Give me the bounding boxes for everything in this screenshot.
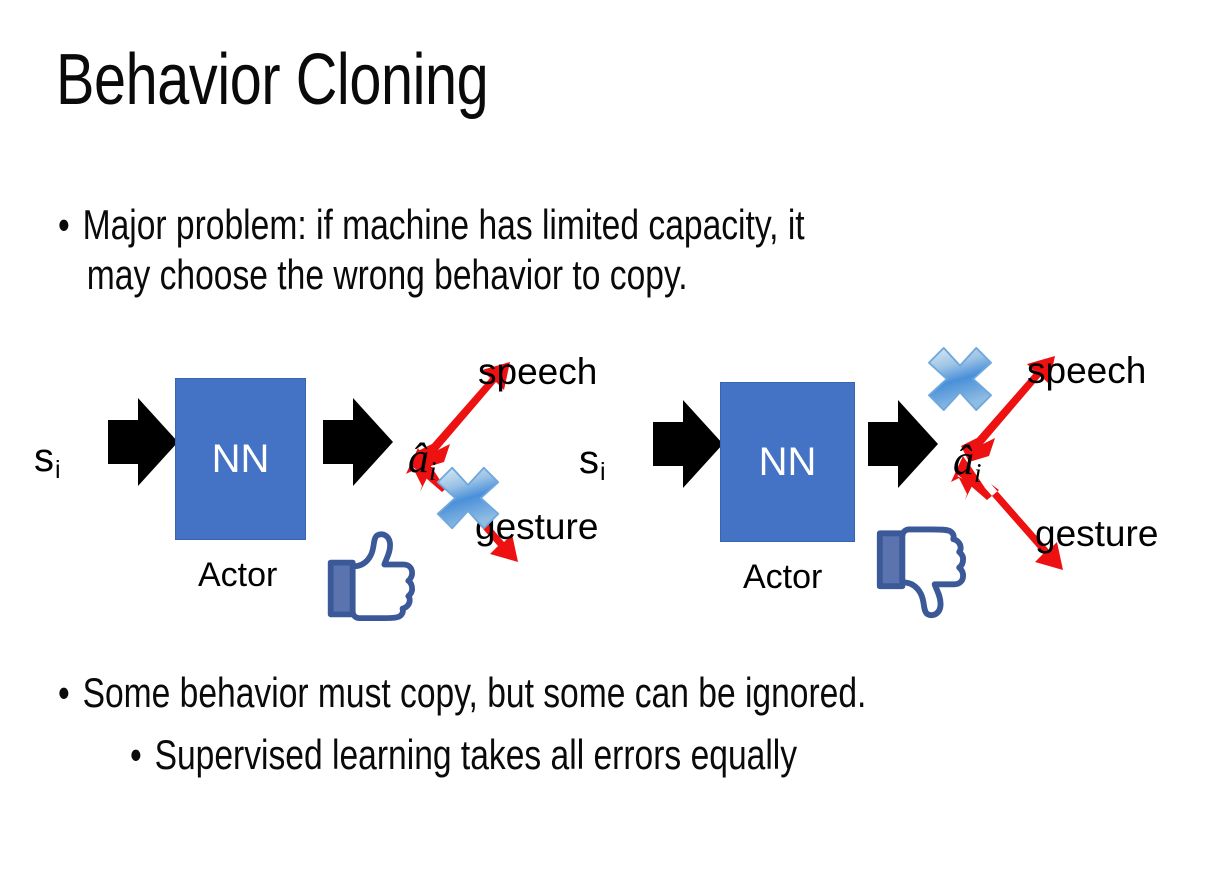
bullet-main-line1: • Major problem: if machine has limited … [58, 200, 1178, 250]
branch-label-gesture-right: gesture [1035, 513, 1159, 554]
slide-title: Behavior Cloning [56, 40, 489, 120]
branch-arrow-gesture-icon [951, 456, 1063, 570]
output-label-right: âi [953, 438, 982, 489]
branch-arrow-speech-icon [416, 362, 510, 468]
bullet-marker: • [130, 731, 142, 778]
nn-box-left: NN [175, 378, 306, 540]
bullet-sub-row: • Supervised learning takes all errors e… [130, 730, 1210, 780]
branch-label-speech-right: speech [1027, 350, 1147, 391]
bullet-main-text-line1: Major problem: if machine has limited ca… [82, 201, 805, 248]
actor-caption-right: Actor [743, 558, 823, 596]
bullet-main-text-line2: may choose the wrong behavior to copy. [86, 250, 688, 298]
input-arrow-icon [653, 400, 723, 488]
bullet-lower-row: • Some behavior must copy, but some can … [58, 668, 1178, 718]
cross-out-icon-left [436, 466, 500, 530]
nn-box-label-right: NN [758, 440, 817, 484]
state-label-right: si [579, 438, 606, 486]
cross-out-icon-right [927, 346, 993, 412]
actor-caption-left: Actor [198, 556, 278, 594]
output-label-left: âi [408, 436, 437, 487]
output-arrow-icon [323, 398, 393, 486]
bullet-lower: • Some behavior must copy, but some can … [58, 668, 1178, 718]
diagram-left-positive-case: si NN Actor âi spe [20, 340, 620, 640]
bullet-marker: • [58, 669, 70, 716]
bullet-lower-text: Some behavior must copy, but some can be… [82, 669, 867, 716]
diagram-right-negative-case: si NN Actor âi speech gesture [565, 340, 1165, 640]
branch-label-speech-left: speech [478, 351, 598, 392]
diagram-right-arrow-layer [653, 356, 1063, 570]
nn-box-label-left: NN [211, 437, 270, 481]
bullet-sub: • Supervised learning takes all errors e… [130, 730, 1210, 780]
branch-arrow-speech-icon [961, 356, 1055, 462]
nn-box-right: NN [720, 382, 855, 542]
thumbs-down-icon-right [876, 526, 967, 619]
state-label-left: si [34, 436, 61, 484]
bullet-main: • Major problem: if machine has limited … [58, 200, 1178, 299]
thumbs-up-icon-left [327, 531, 415, 622]
bullet-sub-text: Supervised learning takes all errors equ… [154, 731, 798, 778]
output-arrow-icon [868, 400, 938, 488]
input-arrow-icon [108, 398, 178, 486]
bullet-marker: • [58, 201, 70, 248]
